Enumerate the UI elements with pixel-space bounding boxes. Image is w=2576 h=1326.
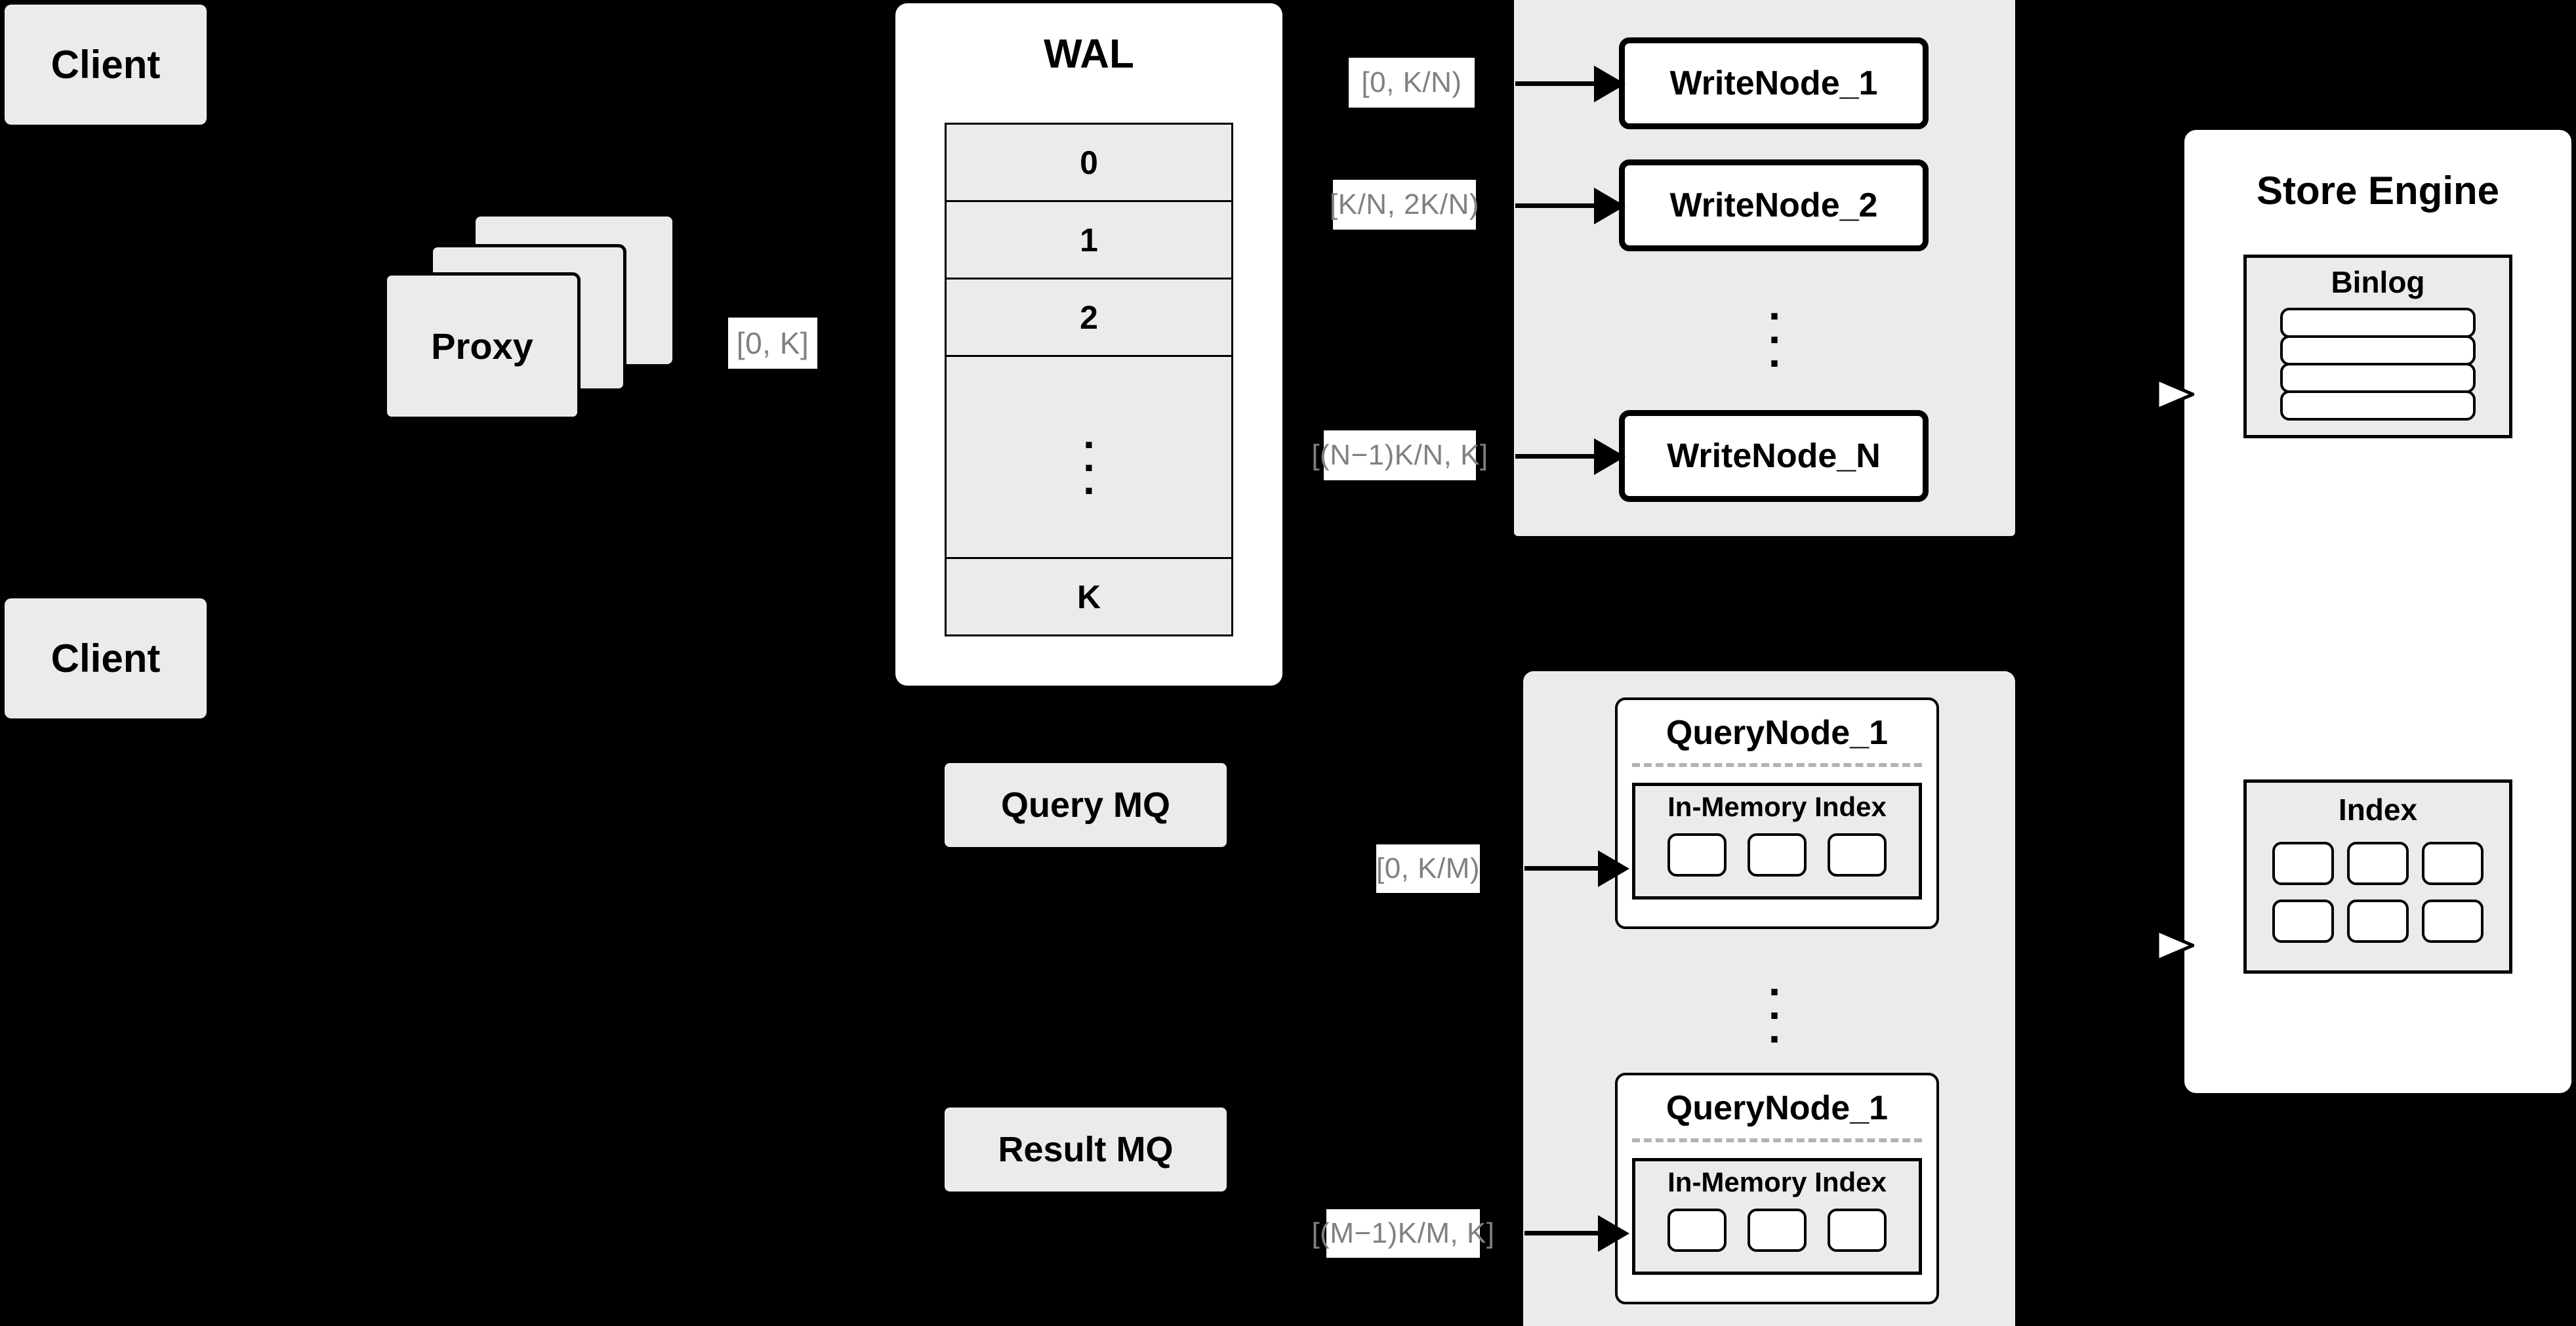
write-node-label: WriteNode_N (1667, 437, 1881, 475)
binlog-row (2280, 335, 2476, 365)
in-memory-index-box: In-Memory Index (1632, 1158, 1922, 1275)
store-engine-panel: Store Engine Binlog Index (2184, 130, 2571, 1093)
proxy-label: Proxy (431, 325, 533, 367)
range-text: [0, K/M) (1376, 852, 1481, 884)
write-node-1[interactable]: WriteNode_1 (1619, 37, 1929, 129)
index-cell[interactable] (2347, 842, 2409, 885)
index-cell[interactable] (2272, 842, 2334, 885)
in-memory-index-title: In-Memory Index (1667, 1167, 1887, 1197)
write-node-2[interactable]: WriteNode_2 (1619, 159, 1929, 251)
wal-row: K (945, 557, 1233, 636)
index-box: Index (2243, 779, 2512, 974)
arrow-to-binlog (2122, 374, 2194, 413)
query-node-1-range-label: [0, K/M) (1376, 844, 1480, 893)
proxy-range-label: [0, K] (728, 318, 817, 369)
range-text: [(M−1)K/M, K] (1311, 1217, 1495, 1249)
wal-row: 1 (945, 200, 1233, 280)
query-node-separator (1632, 763, 1922, 767)
range-text: [K/N, 2K/N) (1330, 188, 1479, 220)
query-mq-box[interactable]: Query MQ (945, 763, 1227, 847)
query-node-separator (1632, 1138, 1922, 1142)
hollow-arrow-head-icon (2156, 929, 2194, 962)
index-cell[interactable] (2422, 842, 2484, 885)
client-box-2[interactable]: Client (5, 598, 207, 718)
index-segment[interactable] (1748, 1209, 1807, 1252)
write-node-1-range-label: [0, K/N) (1349, 58, 1475, 108)
wal-row: 2 (945, 278, 1233, 357)
proxy-range-text: [0, K] (736, 326, 809, 360)
query-node-2-range-label: [(M−1)K/M, K] (1311, 1209, 1494, 1258)
index-segment[interactable] (1667, 833, 1727, 877)
vertical-ellipsis-icon: ... (1083, 409, 1095, 504)
arrow-to-index (2122, 925, 2194, 964)
arrow-to-write-node-n (1515, 438, 1627, 475)
arrow-to-write-node-1 (1515, 66, 1627, 102)
store-engine-title: Store Engine (2256, 169, 2500, 213)
query-node-label: QueryNode_1 (1666, 714, 1889, 752)
client-box-1[interactable]: Client (5, 5, 207, 125)
binlog-box: Binlog (2243, 255, 2512, 438)
wal-table: 0 1 2 ... K (945, 123, 1233, 636)
binlog-row (2280, 363, 2476, 393)
client-label: Client (51, 636, 161, 680)
range-text: [(N−1)K/N, K] (1311, 439, 1488, 471)
write-cluster-ellipsis-icon: ... (1768, 280, 1781, 377)
query-node-1[interactable]: QueryNode_1 In-Memory Index (1615, 697, 1939, 929)
write-node-label: WriteNode_1 (1669, 64, 1878, 102)
arrow-to-write-node-2 (1515, 188, 1627, 224)
index-title: Index (2338, 793, 2418, 827)
binlog-row (2280, 308, 2476, 338)
client-label: Client (51, 43, 161, 87)
index-segment[interactable] (1828, 1209, 1887, 1252)
query-mq-label: Query MQ (1000, 785, 1171, 825)
arrow-to-query-node-1 (1524, 850, 1629, 887)
index-segment[interactable] (1828, 833, 1887, 877)
proxy-stack[interactable]: Proxy (384, 217, 685, 440)
binlog-row (2280, 390, 2476, 421)
write-node-n[interactable]: WriteNode_N (1619, 410, 1929, 502)
result-mq-label: Result MQ (998, 1130, 1174, 1169)
range-text: [0, K/N) (1361, 66, 1462, 98)
binlog-title: Binlog (2331, 265, 2425, 299)
result-mq-box[interactable]: Result MQ (945, 1108, 1227, 1191)
index-segment[interactable] (1748, 833, 1807, 877)
proxy-card-front[interactable]: Proxy (384, 272, 581, 420)
write-node-label: WriteNode_2 (1669, 186, 1878, 224)
query-node-label: QueryNode_1 (1666, 1089, 1889, 1127)
wal-title: WAL (1044, 31, 1134, 77)
arrow-to-query-node-2 (1524, 1215, 1629, 1252)
index-segment[interactable] (1667, 1209, 1727, 1252)
index-cell[interactable] (2272, 900, 2334, 943)
in-memory-index-title: In-Memory Index (1667, 791, 1887, 822)
hollow-arrow-head-icon (2156, 378, 2194, 411)
in-memory-index-box: In-Memory Index (1632, 783, 1922, 900)
index-cell[interactable] (2422, 900, 2484, 943)
wal-row: 0 (945, 123, 1233, 202)
query-cluster-ellipsis-icon: ... (1768, 955, 1781, 1052)
write-node-n-range-label: [(N−1)K/N, K] (1311, 430, 1488, 480)
wal-panel: WAL 0 1 2 ... K (895, 3, 1282, 686)
write-node-2-range-label: [K/N, 2K/N) (1330, 180, 1479, 230)
index-cell[interactable] (2347, 900, 2409, 943)
query-node-2[interactable]: QueryNode_1 In-Memory Index (1615, 1073, 1939, 1304)
wal-row-ellipsis: ... (945, 355, 1233, 559)
